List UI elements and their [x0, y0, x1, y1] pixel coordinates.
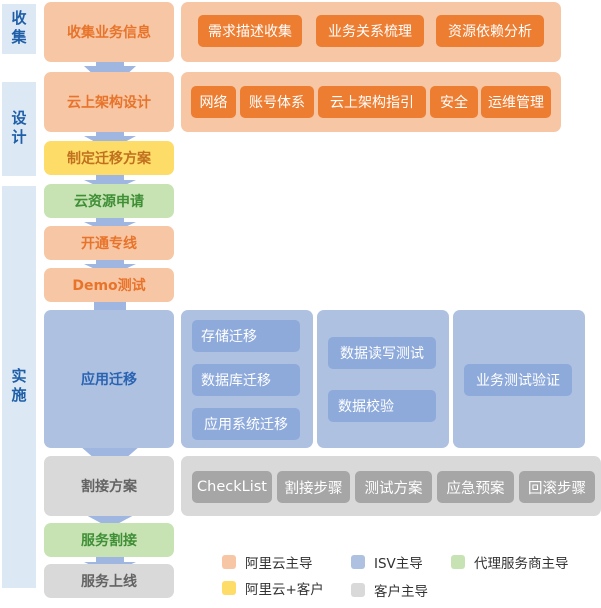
- legend-customer: 客户主导: [351, 580, 428, 600]
- legend-label-aliyun: 阿里云主导: [245, 556, 313, 572]
- legend-isv: ISV主导: [351, 552, 423, 572]
- chip-emergency-plan: 应急预案: [437, 471, 514, 503]
- chip-checklist: CheckList: [192, 471, 272, 503]
- phase-collect: 收集: [2, 4, 36, 54]
- legend-label-isv: ISV主导: [374, 556, 423, 572]
- stage-collect-info: 收集业务信息: [44, 2, 174, 62]
- chip-account-system: 账号体系: [240, 86, 314, 118]
- chip-test-plan: 测试方案: [355, 471, 432, 503]
- stage-app-migration: 应用迁移: [44, 310, 174, 448]
- legend-label-agent: 代理服务商主导: [474, 556, 569, 572]
- panel-migration-data: [317, 310, 449, 448]
- chip-data-rw-test: 数据读写测试: [328, 337, 436, 369]
- legend-swatch-gray: [351, 583, 365, 597]
- arrow-resource-to-line: [84, 216, 136, 234]
- stage-resource-apply: 云资源申请: [44, 184, 174, 218]
- stage-migration-plan: 制定迁移方案: [44, 141, 174, 175]
- chip-data-verification: 数据校验: [328, 390, 436, 422]
- chip-network: 网络: [191, 86, 236, 118]
- chip-business-test: 业务测试验证: [464, 364, 572, 396]
- chip-business-relations: 业务关系梳理: [316, 15, 424, 47]
- chip-requirement-collection: 需求描述收集: [198, 15, 302, 47]
- chip-app-system-migration: 应用系统迁移: [192, 408, 300, 440]
- stage-demo-test: Demo测试: [44, 268, 174, 302]
- legend-swatch-peach: [222, 555, 236, 569]
- stage-dedicated-line: 开通专线: [44, 226, 174, 260]
- arrow-design-to-plan: [84, 128, 136, 150]
- stage-cutover-plan: 割接方案: [44, 456, 174, 516]
- chip-resource-dependency: 资源依赖分析: [436, 15, 544, 47]
- chip-cutover-steps: 割接步骤: [277, 471, 350, 503]
- legend-swatch-blue: [351, 555, 365, 569]
- arrow-line-to-demo: [84, 258, 136, 276]
- legend-swatch-yellow: [222, 581, 236, 595]
- phase-implement: 实施: [2, 186, 36, 588]
- legend-label-aliyun-customer: 阿里云+客户: [245, 582, 324, 598]
- stage-service-launch: 服务上线: [44, 564, 174, 598]
- legend-swatch-green: [451, 555, 465, 569]
- legend-label-customer: 客户主导: [374, 584, 428, 600]
- arrow-plan-to-resource: [84, 174, 136, 192]
- legend-aliyun-customer: 阿里云+客户: [222, 578, 324, 598]
- chip-storage-migration: 存储迁移: [192, 320, 300, 352]
- chip-cloud-arch-guide: 云上架构指引: [318, 86, 426, 118]
- stage-cloud-arch: 云上架构设计: [44, 72, 174, 132]
- chip-security: 安全: [430, 86, 478, 118]
- chip-ops-management: 运维管理: [481, 86, 551, 118]
- chip-database-migration: 数据库迁移: [192, 364, 300, 396]
- phase-design: 设计: [2, 82, 36, 176]
- stage-service-cutover: 服务割接: [44, 523, 174, 557]
- legend-agent: 代理服务商主导: [451, 552, 569, 572]
- chip-rollback-steps: 回滚步骤: [519, 471, 595, 503]
- legend-aliyun: 阿里云主导: [222, 552, 313, 572]
